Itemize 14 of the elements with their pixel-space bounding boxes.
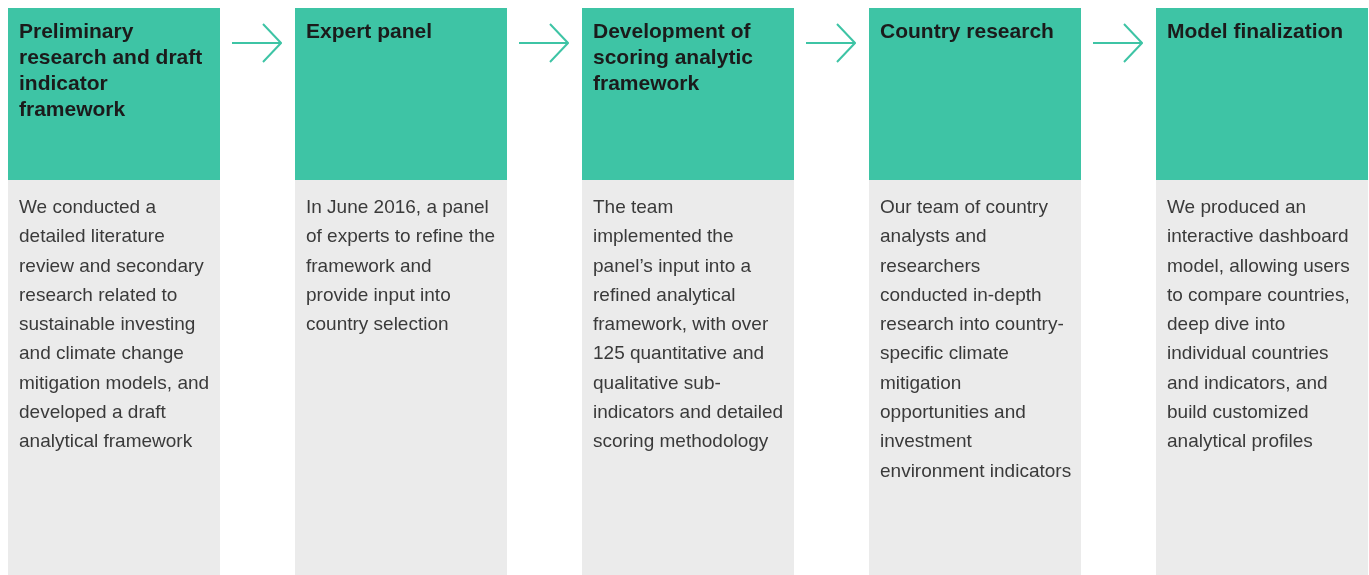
step-heading: Preliminary research and draft indicator framework — [8, 8, 220, 180]
step-heading: Country research — [869, 8, 1081, 180]
step-description: In June 2016, a panel of experts to refine the framework and provide input into country selection — [295, 180, 507, 575]
step-description: Our team of country analysts and researchers conducted in-depth research into country-specific climate mitigation opportunities and investment environment indicators — [869, 180, 1081, 575]
arrow — [1092, 23, 1143, 63]
arrow — [805, 23, 856, 63]
step-description: We produced an interactive dashboard model, allowing users to compare countries, deep dive into individual countries and indicators, and build customized analytical profiles — [1156, 180, 1368, 575]
step-description: We conducted a detailed literature review and secondary research related to sustainable investing and climate change mitigation models, and developed a draft analytical framework — [8, 180, 220, 575]
arrow — [231, 23, 282, 63]
arrow — [518, 23, 569, 63]
step-heading: Model finalization — [1156, 8, 1368, 180]
step-heading: Development of scoring analytic framework — [582, 8, 794, 180]
step-heading: Expert panel — [295, 8, 507, 180]
step-description: The team implemented the panel’s input into a refined analytical framework, with over 125 quantitative and qualitative sub-indicators and detailed scoring methodology — [582, 180, 794, 575]
